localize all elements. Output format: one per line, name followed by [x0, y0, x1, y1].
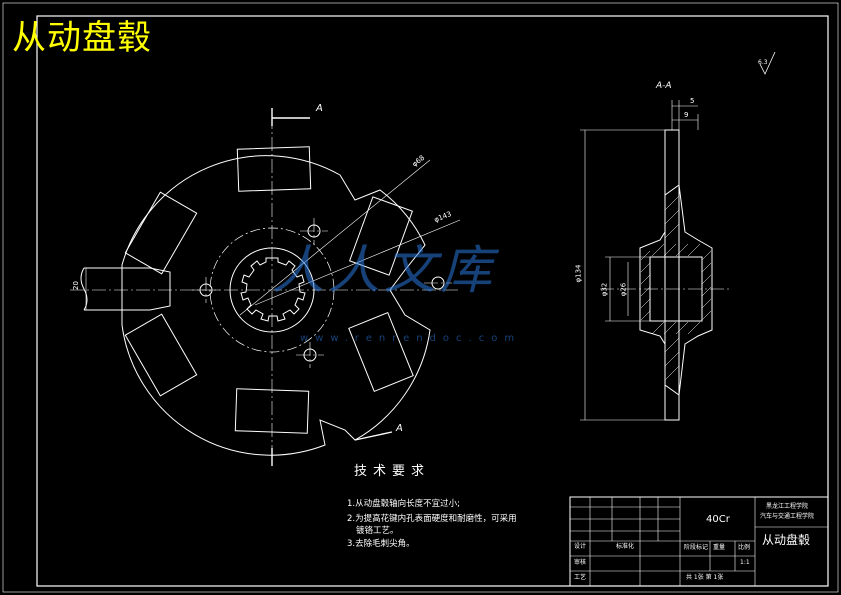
- window-slot: [236, 146, 312, 192]
- hub-section: [639, 184, 713, 396]
- title-block-label-stage: 阶段标记: [684, 544, 709, 551]
- title-block-part-name: 从动盘毂: [762, 533, 811, 547]
- title-block: [569, 496, 829, 587]
- title-block-label-weight: 重量: [713, 544, 726, 551]
- title-block-label-design: 设计: [574, 543, 587, 550]
- dim-dia-26: φ26: [619, 282, 628, 297]
- dim-width-20: 20: [71, 281, 80, 290]
- dim-dia-134: φ134: [574, 264, 583, 283]
- tech-requirement-item: 1.从动盘毂轴向长度不宜过小;: [347, 499, 460, 509]
- center-lines: [70, 115, 460, 455]
- title-block-label-review: 审核: [574, 559, 587, 566]
- title-block-sheet-info: 共 1张 第 1张: [686, 574, 724, 581]
- dim-9: 9: [684, 111, 689, 119]
- watermark-url: www.renrendoc.com: [300, 333, 522, 344]
- section-label: A-A: [656, 81, 672, 91]
- section-mark-top: A: [316, 103, 323, 114]
- title-block-label-scale: 比例: [738, 544, 751, 551]
- title-block-scale: 1:1: [740, 559, 750, 566]
- front-dimensions: [85, 159, 461, 316]
- inner-border: [36, 15, 829, 587]
- title-block-school-2: 汽车与交通工程学院: [760, 513, 815, 520]
- dim-dia-32: φ32: [600, 282, 609, 297]
- disc-outline: [121, 155, 431, 456]
- spline-bore: [240, 257, 306, 322]
- tech-requirement-item: 镀铬工艺。: [356, 526, 399, 536]
- window-slot: [348, 311, 414, 393]
- section-view: [639, 129, 713, 421]
- watermark-brand: 人人文库: [272, 241, 497, 301]
- tech-requirement-item: 2.为提高花键内孔表面硬度和耐磨性，可采用: [347, 514, 517, 524]
- title-block-school-1: 黑龙江工程学院: [766, 503, 809, 510]
- roughness-value: 6.3: [758, 59, 768, 66]
- roughness-symbol: [759, 51, 776, 75]
- left-tab-break: [80, 267, 88, 311]
- window-slot: [124, 191, 198, 275]
- window-slot: [124, 313, 198, 397]
- window-slot: [234, 388, 310, 434]
- drawing-title: 从动盘毂: [12, 18, 152, 58]
- title-block-material: 40Cr: [706, 514, 730, 525]
- disc-section: [664, 129, 680, 421]
- dim-5: 5: [690, 97, 695, 105]
- tech-requirement-item: 3.去除毛刺尖角。: [347, 539, 415, 549]
- section-mark-bottom: A: [396, 423, 403, 434]
- section-cut-lines: [271, 108, 393, 466]
- tech-requirements-heading: 技术要求: [354, 464, 431, 479]
- window-slot: [348, 196, 414, 276]
- left-tab: [84, 267, 171, 311]
- title-block-label-process: 工艺: [574, 574, 587, 581]
- title-block-label-standard: 标准化: [616, 543, 635, 550]
- section-hatching: [640, 195, 712, 381]
- section-dimensions: [580, 100, 699, 421]
